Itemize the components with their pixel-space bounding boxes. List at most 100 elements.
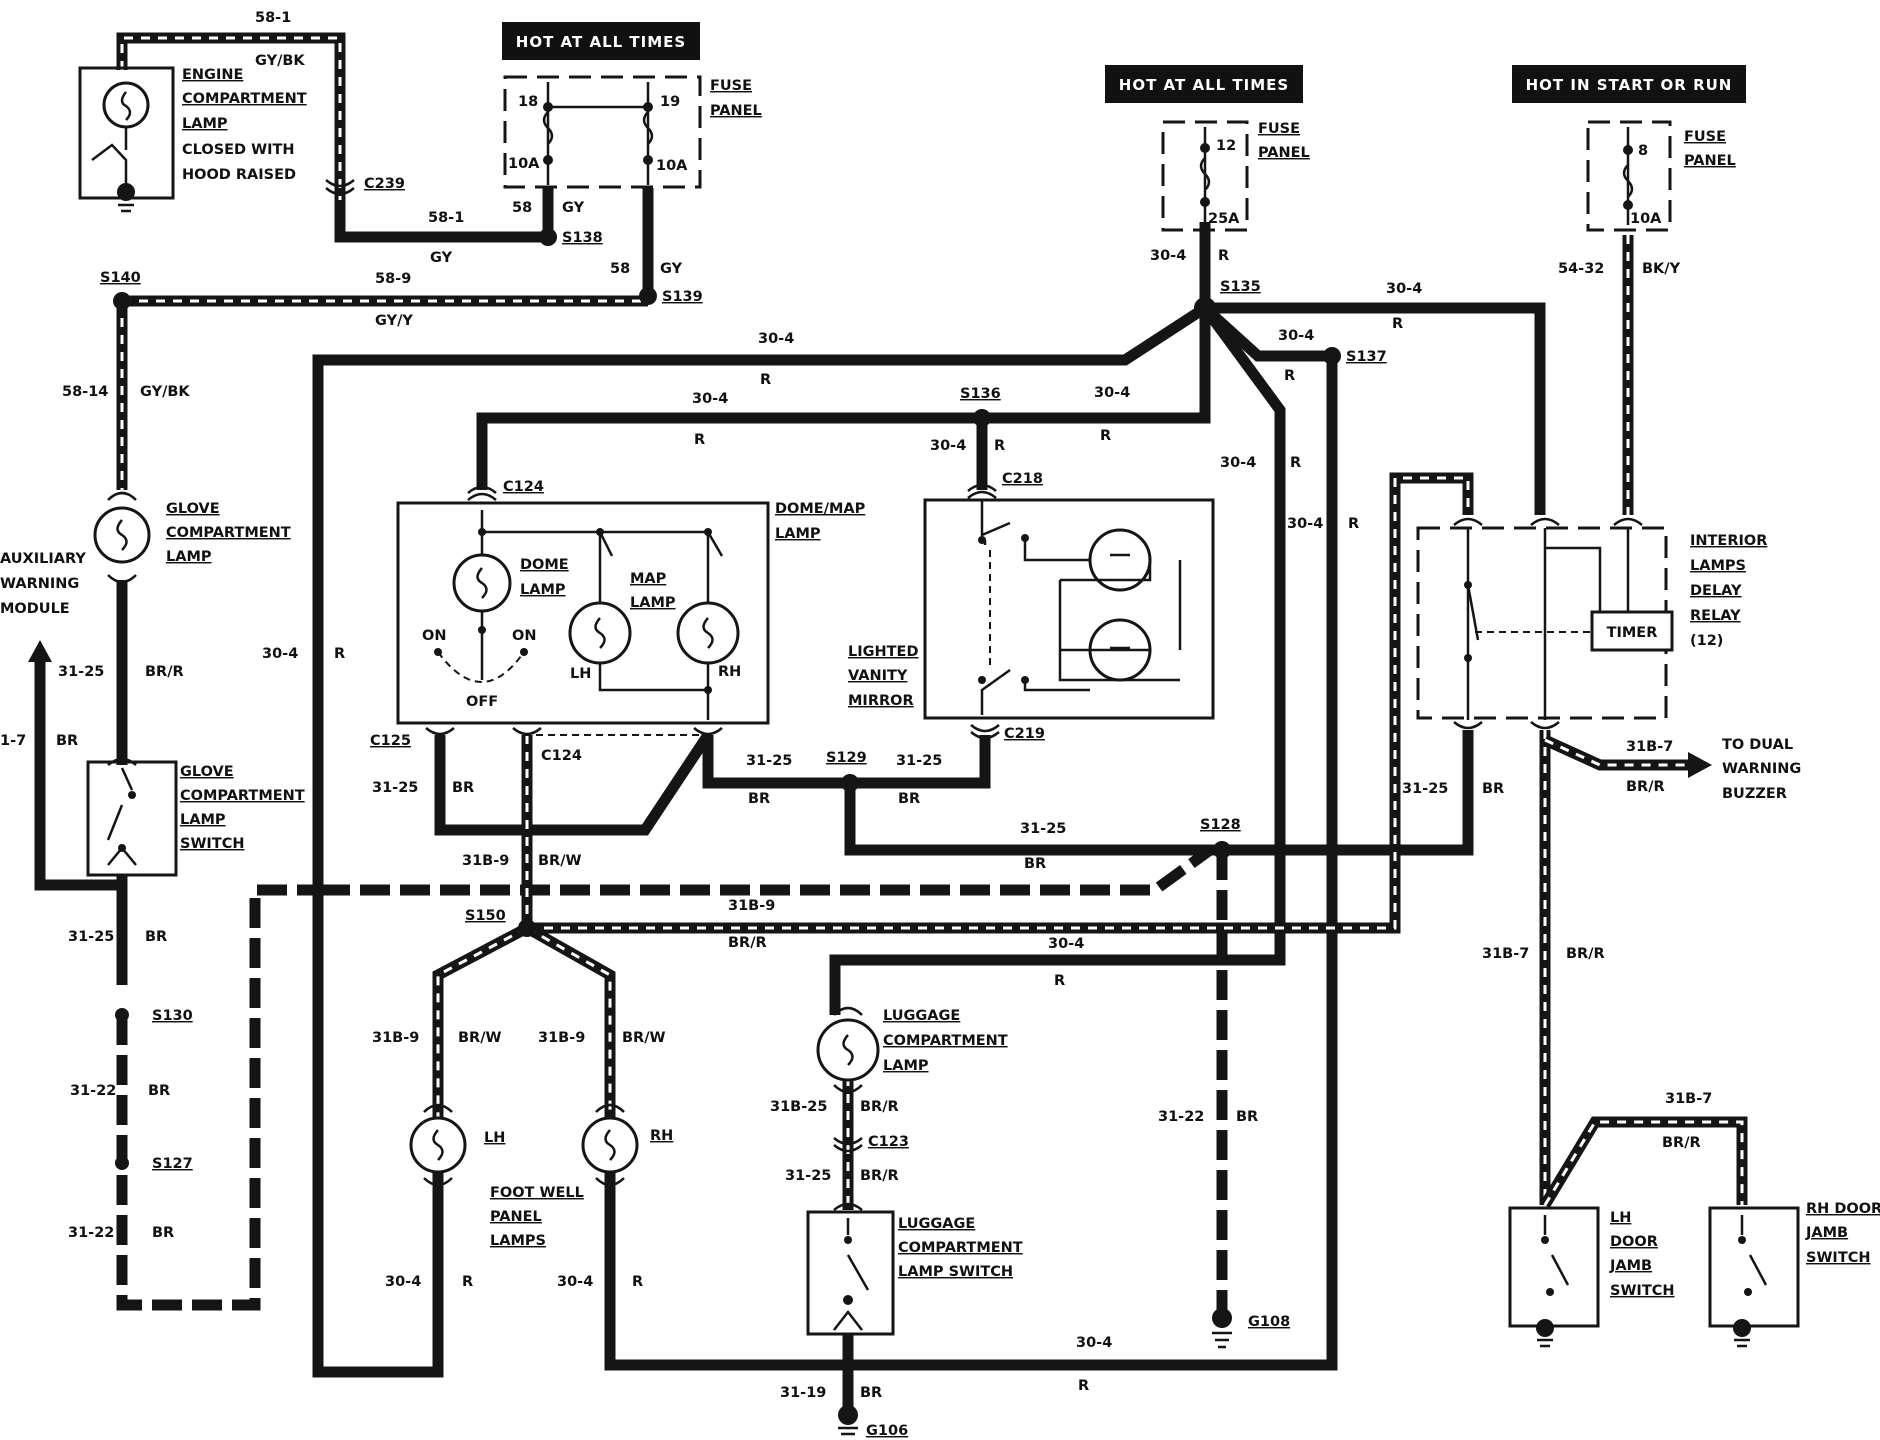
svg-text:BR: BR [860,1385,882,1401]
svg-text:LUGGAGE: LUGGAGE [883,1008,960,1024]
svg-text:R: R [1284,368,1295,384]
svg-text:31B-7: 31B-7 [1665,1091,1712,1107]
svg-text:31B-9: 31B-9 [538,1030,585,1046]
svg-text:R: R [334,646,345,662]
svg-text:HOT AT ALL TIMES: HOT AT ALL TIMES [516,33,686,51]
svg-text:BR: BR [148,1083,170,1099]
wire-31-25-c125 [434,731,713,836]
svg-text:31B-25: 31B-25 [770,1099,827,1115]
svg-text:COMPARTMENT: COMPARTMENT [883,1033,1008,1049]
svg-text:30-4: 30-4 [1386,281,1422,297]
svg-text:31-22: 31-22 [68,1225,114,1241]
svg-text:DELAY: DELAY [1690,583,1742,599]
svg-text:DOME/MAP: DOME/MAP [775,501,866,517]
svg-text:31-25: 31-25 [896,753,942,769]
wire-31-25-dashed [320,845,1214,896]
fuse-8-label: 8 [1638,143,1648,159]
svg-text:BR/R: BR/R [1626,779,1665,795]
svg-text:R: R [1100,428,1111,444]
svg-text:GY: GY [660,261,683,277]
svg-text:1-7: 1-7 [0,733,26,749]
svg-text:GY/BK: GY/BK [140,384,190,400]
svg-text:31-25: 31-25 [58,664,104,680]
svg-text:SWITCH: SWITCH [1610,1283,1675,1299]
svg-text:R: R [632,1274,643,1290]
wire-30-4-s137-down [832,356,1338,1371]
splice-s150: S150 [465,908,506,924]
svg-text:BR/W: BR/W [458,1030,502,1046]
luggage-compartment-lamp: LUGGAGE COMPARTMENT LAMP [816,1006,1008,1094]
svg-text:31-25: 31-25 [746,753,792,769]
lh-door-jamb-switch: LH DOOR JAMB SWITCH [1508,1206,1675,1348]
fuse-8-amp: 10A [1630,211,1662,227]
svg-text:31-22: 31-22 [70,1083,116,1099]
wire-31-25-relay [1222,730,1474,856]
svg-text:31B-9: 31B-9 [372,1030,419,1046]
svg-text:RH: RH [718,664,741,680]
svg-text:30-4: 30-4 [1094,385,1130,401]
svg-text:BR: BR [56,733,78,749]
svg-text:31-22: 31-22 [1158,1109,1204,1125]
svg-text:(12): (12) [1690,633,1723,649]
svg-text:DOOR: DOOR [1610,1234,1658,1250]
splice-s127: S127 [152,1156,193,1172]
wire-31b-9-lh [432,923,530,1120]
svg-text:LH: LH [484,1130,505,1146]
buzzer-arrow [1688,752,1712,778]
svg-text:31-25: 31-25 [372,780,418,796]
wire-31b-9-rh-stripe [526,926,612,1120]
svg-text:BR/R: BR/R [728,935,767,951]
svg-text:31-19: 31-19 [780,1385,826,1401]
foot-well-panel-lamps-label: FOOT WELL PANEL LAMPS [490,1185,584,1249]
svg-text:BR: BR [748,791,770,807]
wire-31b-9-rh [524,923,616,1120]
svg-text:30-4: 30-4 [385,1274,421,1290]
svg-text:R: R [1078,1378,1089,1394]
svg-text:31-25: 31-25 [1402,781,1448,797]
wire-31-25-c219 [850,735,991,789]
svg-text:GY/BK: GY/BK [255,53,305,69]
svg-text:G106: G106 [866,1423,908,1439]
svg-text:30-4: 30-4 [262,646,298,662]
svg-text:WARNING: WARNING [1722,761,1801,777]
svg-text:MODULE: MODULE [0,601,70,617]
circuit-labels: 58-1 GY/BK 58-1 GY 58 GY 58 GY 58-9 GY/Y… [0,10,1712,1401]
svg-text:GLOVE: GLOVE [166,501,220,517]
svg-text:G108: G108 [1248,1314,1290,1330]
svg-text:BR: BR [152,1225,174,1241]
svg-text:VANITY: VANITY [848,668,908,684]
svg-text:LAMP: LAMP [630,595,676,611]
svg-text:LAMP SWITCH: LAMP SWITCH [898,1264,1013,1280]
svg-text:OFF: OFF [466,694,498,710]
splice-s140: S140 [100,270,141,286]
splice-s130: S130 [152,1008,193,1024]
svg-text:GLOVE: GLOVE [180,764,234,780]
connector-c219: C219 [1004,726,1045,742]
svg-text:31-25: 31-25 [68,929,114,945]
svg-text:R: R [1054,973,1065,989]
connector-c125: C125 [370,733,411,749]
wire-31-25-s128 [844,783,1222,856]
splice-s129: S129 [826,750,867,766]
svg-text:RH DOOR: RH DOOR [1806,1201,1880,1217]
svg-text:LH: LH [1610,1210,1631,1226]
splice-s138: S138 [562,230,603,246]
svg-text:31B-9: 31B-9 [728,898,775,914]
svg-text:30-4: 30-4 [930,438,966,454]
svg-text:R: R [760,372,771,388]
fuse-panel-12: 12 25A FUSE PANEL [1161,120,1310,232]
svg-text:BR/R: BR/R [860,1168,899,1184]
wire-30-4-rh-foot [604,1160,832,1371]
svg-text:BUZZER: BUZZER [1722,786,1787,802]
svg-text:58-1: 58-1 [255,10,291,26]
timer-label: TIMER [1607,625,1658,641]
svg-text:58-9: 58-9 [375,271,411,287]
foot-well-lh-lamp: LH [409,1103,505,1187]
splice-s128: S128 [1200,817,1241,833]
svg-text:FOOT WELL: FOOT WELL [490,1185,584,1201]
luggage-compartment-lamp-switch: LUGGAGE COMPARTMENT LAMP SWITCH [806,1210,1023,1336]
svg-text:BR/R: BR/R [145,664,184,680]
svg-text:R: R [1218,248,1229,264]
svg-text:JAMB: JAMB [1609,1258,1652,1274]
